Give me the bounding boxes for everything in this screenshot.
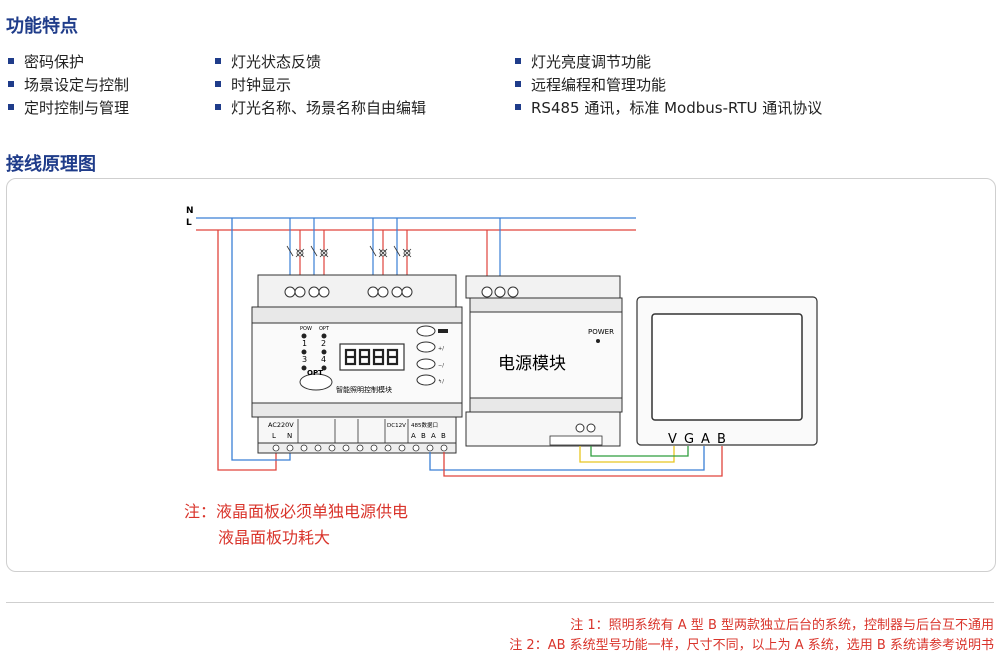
n-feed-wire: [231, 218, 291, 461]
switch-icon: [310, 245, 318, 257]
lcd-v-label: V: [668, 432, 677, 447]
power-input-terminals: [481, 286, 519, 298]
control-button-marks: +/ −/ ↰/: [438, 329, 448, 385]
lcd-panel: V G A B: [636, 296, 818, 447]
rs485-a1-label: A: [411, 432, 416, 440]
feature-item: 灯光名称、场景名称自由编辑: [215, 97, 426, 118]
power-module: POWER 电源模块: [465, 218, 623, 447]
svg-text:+/: +/: [438, 346, 444, 352]
channel-3-label: 3: [302, 355, 307, 364]
bottom-terminals: [272, 444, 448, 452]
dc12v-label: DC12V: [387, 423, 406, 429]
controller-name: 智能照明控制模块: [336, 385, 392, 394]
lcd-a-label: A: [701, 432, 710, 447]
bullet-icon: [8, 57, 14, 64]
power-note-line1: 注：液晶面板必须单独电源供电: [184, 502, 409, 521]
wiring-title: 接线原理图: [6, 154, 96, 175]
power-bus: N L: [186, 206, 636, 231]
bullet-icon: [8, 103, 14, 110]
footnote-1: 注 1：照明系统有 A 型 B 型两款独立后台的系统，控制器与后台互不通用: [570, 618, 994, 633]
bullet-icon: [515, 57, 521, 64]
footnote-2: 注 2：AB 系统型号功能一样，尺寸不同，以上为 A 系统，选用 B 系统请参考…: [509, 638, 994, 653]
lamp-icon: [295, 248, 305, 258]
svg-text:↰/: ↰/: [438, 379, 444, 385]
power-output-terminals: [575, 423, 596, 433]
power-module-name: 电源模块: [498, 354, 566, 374]
feature-item: 密码保护: [8, 51, 84, 72]
feature-item: RS485 通讯，标准 Modbus-RTU 通讯协议: [515, 97, 822, 118]
opt-led: [321, 333, 327, 339]
lamp-circuits: [289, 218, 408, 283]
bullet-icon: [8, 80, 14, 87]
pow-label: POW: [300, 326, 312, 332]
power-label: POWER: [588, 328, 614, 336]
channel-1-label: 1: [302, 339, 307, 348]
pow-led: [301, 333, 307, 339]
yellow-wire: [579, 446, 675, 463]
feature-item: 灯光状态反馈: [215, 51, 321, 72]
rs485-a2-label: A: [431, 432, 436, 440]
l-feed-wire: [217, 230, 277, 471]
lamp-icon: [378, 248, 388, 258]
opt-indicator-label: OPT: [319, 326, 330, 332]
bullet-icon: [215, 80, 221, 87]
lamp-icons: [286, 245, 412, 258]
channel-1-led: [301, 349, 307, 355]
rs485-b1-label: B: [421, 432, 426, 440]
opt-button: [299, 373, 333, 391]
lamp-icon: [319, 248, 329, 258]
controller-module: POW OPT 1 2 3 4 OPT +/ −/ ↰/: [251, 274, 463, 454]
lcd-g-label: G: [684, 432, 694, 447]
lamp-icon: [402, 248, 412, 258]
power-note-line2: 液晶面板功耗大: [218, 528, 331, 547]
top-terminals: [284, 286, 413, 298]
power-led: [596, 339, 600, 343]
rs485-a-wire: [429, 446, 705, 471]
features-title: 功能特点: [6, 16, 78, 37]
control-buttons: [416, 325, 436, 386]
terminal-n-label: N: [287, 432, 292, 440]
switch-icon: [393, 245, 401, 257]
feature-item: 场景设定与控制: [8, 74, 129, 95]
bullet-icon: [215, 103, 221, 110]
bus-n-label: N: [186, 206, 194, 216]
bullet-icon: [515, 103, 521, 110]
lcd-b-label: B: [717, 432, 726, 447]
signal-wires: [429, 446, 723, 477]
feature-item: 远程编程和管理功能: [515, 74, 666, 95]
rs485-label: 485数据口: [411, 421, 438, 429]
bullet-icon: [515, 80, 521, 87]
opt-button-label: OPT: [307, 369, 323, 377]
feature-item: 时钟显示: [215, 74, 291, 95]
switch-icon: [369, 245, 377, 257]
channel-2-label: 2: [321, 339, 326, 348]
divider: [6, 602, 994, 603]
channel-3-led: [301, 365, 307, 371]
feature-item: 定时控制与管理: [8, 97, 129, 118]
channel-4-led: [321, 365, 327, 371]
bullet-icon: [215, 57, 221, 64]
segment-digits: [344, 348, 399, 366]
feature-item: 灯光亮度调节功能: [515, 51, 651, 72]
rs485-b2-label: B: [441, 432, 446, 440]
channel-2-led: [321, 349, 327, 355]
channel-4-label: 4: [321, 355, 326, 364]
green-wire: [590, 446, 689, 457]
bus-l-label: L: [186, 218, 192, 228]
terminal-l-label: L: [272, 432, 276, 440]
svg-text:−/: −/: [438, 363, 444, 369]
ac220v-label: AC220V: [268, 421, 294, 429]
switch-icon: [286, 245, 294, 257]
rs485-b-wire: [443, 446, 723, 477]
lcd-screen: [651, 313, 803, 421]
